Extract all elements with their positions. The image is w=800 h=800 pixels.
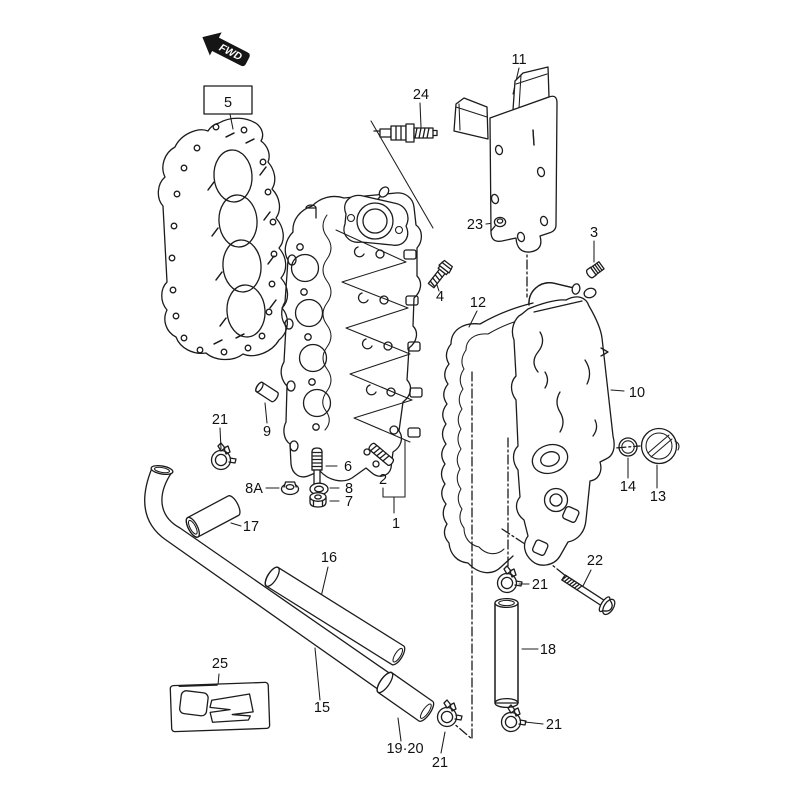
part-label-9: 9 (263, 424, 271, 440)
part-label-5[interactable]: 5 (224, 95, 232, 111)
part-label-2: 2 (379, 472, 387, 488)
dowel-pin-drawing (255, 381, 279, 403)
washer-8-drawing (309, 482, 329, 496)
part-label-19-20: 19·20 (386, 741, 423, 757)
part-label-21d: 21 (546, 717, 562, 733)
part-label-10: 10 (629, 385, 645, 401)
bracket-drawing (453, 66, 558, 253)
flange-nut-8a-drawing (280, 481, 300, 496)
nut-7-drawing (309, 492, 327, 508)
part-label-21b: 21 (432, 755, 448, 771)
plug-bolt-3-drawing (585, 261, 605, 279)
fwd-direction-tag (202, 32, 250, 67)
flange-bolt-4-drawing (427, 259, 453, 289)
part-highlight-box[interactable] (203, 85, 253, 115)
part-label-15: 15 (314, 700, 330, 716)
part-label-25: 25 (212, 656, 228, 672)
part-label-8a: 8A (245, 481, 263, 497)
decal-25-drawing (169, 681, 271, 733)
part-label-7: 7 (345, 494, 353, 510)
part-label-23: 23 (467, 217, 483, 233)
part-label-6: 6 (344, 459, 352, 475)
clamp-drawing-top-left (210, 442, 237, 471)
part-label-24: 24 (413, 87, 429, 103)
part-label-3: 3 (590, 225, 598, 241)
part-label-11: 11 (511, 52, 526, 68)
head-gasket-drawing (157, 117, 289, 361)
hose-18-drawing (494, 597, 519, 709)
part-label-8: 8 (345, 481, 353, 497)
part-label-16: 16 (321, 550, 337, 566)
bolt-23-drawing (490, 216, 507, 232)
o-ring-drawing (618, 437, 638, 457)
part-label-4: 4 (436, 289, 444, 305)
gasket-slots (207, 132, 277, 345)
part-label-22: 22 (587, 553, 603, 569)
stud-bolt-6-drawing (311, 447, 323, 489)
part-label-13: 13 (650, 489, 666, 505)
stud-bolt-2-drawing (368, 442, 395, 467)
bolt-22-drawing (561, 574, 616, 616)
part-label-18: 18 (540, 642, 556, 658)
clamp-drawing-bottom-mid (436, 699, 463, 728)
cap-drawing (640, 427, 680, 465)
part-label-12: 12 (470, 295, 486, 311)
hose-19-20-drawing (376, 671, 435, 722)
cylinder-block-drawing (280, 186, 423, 482)
clamp-drawing-mid-right (496, 565, 523, 594)
part-label-17: 17 (243, 519, 259, 535)
spark-plug-drawing (373, 123, 438, 143)
part-label-1: 1 (392, 516, 400, 532)
part-label-21c: 21 (532, 577, 548, 593)
part-label-14: 14 (620, 479, 636, 495)
side-cover-drawing (510, 282, 615, 566)
hose-17-drawing (185, 495, 241, 538)
hose-16-drawing (264, 566, 406, 666)
part-label-21a: 21 (212, 412, 228, 428)
cover-gasket-drawing (440, 302, 534, 574)
clamp-drawing-bottom-right (500, 704, 527, 733)
